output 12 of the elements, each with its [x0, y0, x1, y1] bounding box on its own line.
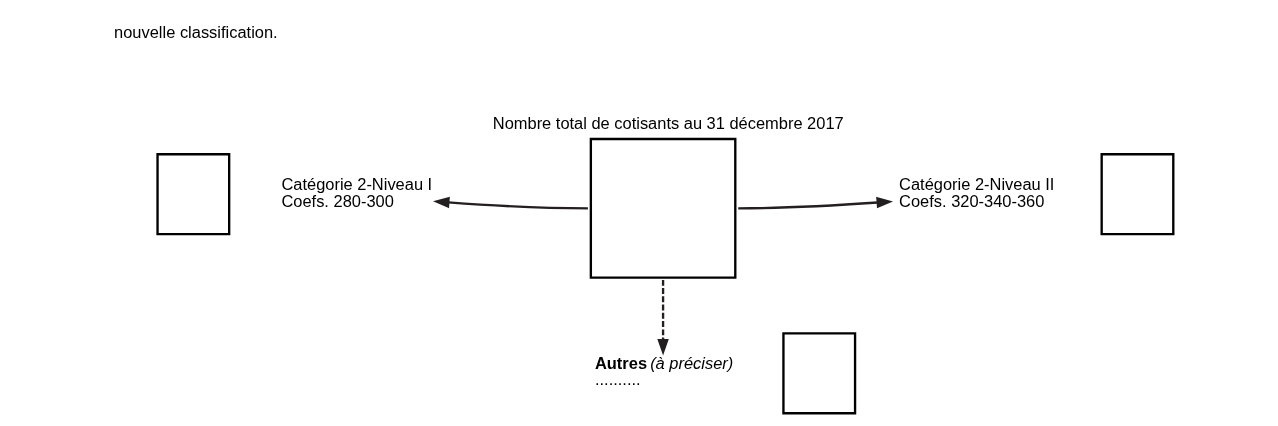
node-text: Autres (à préciser) ..........	[594, 353, 734, 389]
node-box	[1100, 153, 1175, 236]
arrow	[738, 196, 893, 210]
label: nouvelle classification.	[114, 23, 278, 42]
node-label: Nombre total de cotisants au 31 décembre 2017	[492, 113, 844, 132]
node-box	[156, 153, 231, 236]
arrow	[657, 279, 669, 356]
node-text: Catégorie 2-Niveau I Coefs. 280-300	[281, 174, 433, 211]
node-box	[589, 137, 737, 279]
arrow	[433, 196, 588, 210]
node-text: Catégorie 2-Niveau II Coefs. 320-340-360	[899, 174, 1055, 211]
node-box	[782, 332, 857, 415]
